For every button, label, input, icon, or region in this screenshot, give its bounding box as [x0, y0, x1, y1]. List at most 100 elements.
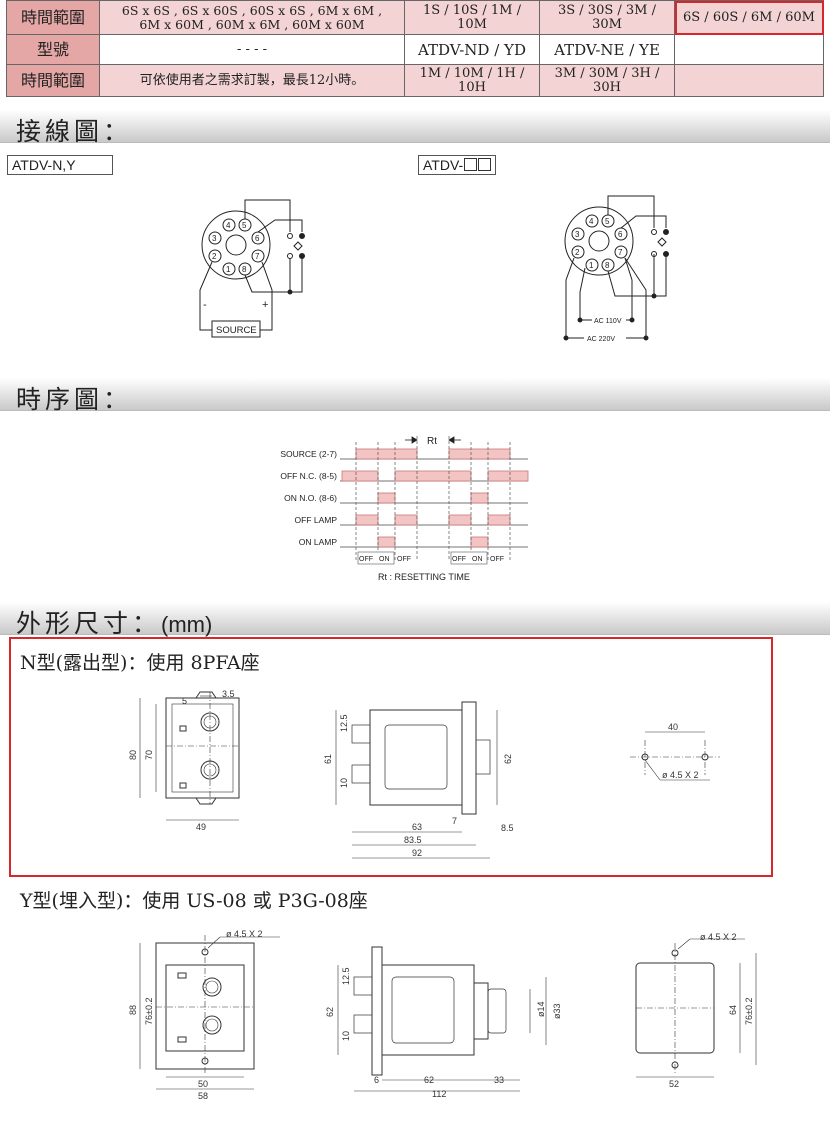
- wire: [244, 258, 291, 293]
- dim-label: ø33: [552, 1003, 562, 1019]
- dim-label: 64: [728, 1005, 738, 1015]
- leader-line: [677, 938, 691, 950]
- timing-row-label: OFF N.C. (8-5): [280, 471, 337, 481]
- pin-label: 4: [226, 221, 231, 230]
- pin-1: [585, 258, 599, 272]
- socket-outline: [564, 206, 634, 276]
- pin-7: [251, 249, 265, 263]
- pulse: [377, 492, 396, 504]
- spec-header: 時間範圍: [6, 0, 100, 35]
- pulse: [470, 492, 489, 504]
- wire: [199, 261, 213, 331]
- pulse: [448, 448, 511, 460]
- pin-label: 2: [575, 248, 580, 257]
- dim-label: 58: [198, 1091, 208, 1101]
- pulse: [377, 536, 396, 548]
- timing-row-label: ON LAMP: [299, 537, 338, 547]
- junction: [651, 293, 657, 299]
- leader-line: [644, 759, 661, 781]
- contact: [299, 233, 305, 239]
- dim-label: 7: [452, 816, 457, 826]
- mount-hole: [701, 753, 709, 761]
- n-front-clip: [195, 691, 217, 805]
- pin-label: 5: [242, 221, 247, 230]
- contact: [299, 253, 305, 259]
- y-knob: [202, 977, 222, 997]
- y-side-body: [381, 964, 475, 1056]
- wire: [607, 254, 655, 297]
- contact: [651, 251, 657, 257]
- pin-2: [571, 245, 585, 259]
- pulse: [341, 470, 379, 482]
- pin-3: [571, 227, 585, 241]
- spec-cell: 1S / 10S / 1M / 10M: [404, 0, 540, 35]
- n-led: [179, 725, 187, 732]
- dim-label: ø 4.5 X 2: [662, 770, 699, 780]
- timing-row-label: SOURCE (2-7): [280, 449, 337, 459]
- spec-cell: 可依使用者之需求訂製，最長12小時。: [99, 64, 405, 97]
- n-front-body: [165, 697, 240, 799]
- dim-label: 63: [412, 822, 422, 832]
- wire: [260, 261, 273, 331]
- wire: [565, 257, 575, 338]
- spec-cell: ATDV-NE / YE: [539, 34, 675, 65]
- wire: [654, 254, 667, 297]
- wire: [620, 215, 667, 229]
- section-bar-wiring: 接線圖：: [0, 110, 830, 146]
- spec-cell: 3M / 30M / 3H / 30H: [539, 64, 675, 97]
- section-bar-timing: 時序圖：: [0, 378, 830, 414]
- dim-label: 70: [144, 750, 154, 760]
- dim-label: 49: [196, 822, 206, 832]
- dim-label: 8.5: [501, 823, 514, 833]
- rt-label: Rt: [427, 436, 437, 447]
- dim-label: ø14: [536, 1001, 546, 1017]
- pulse: [355, 514, 379, 526]
- n-led: [179, 782, 187, 789]
- pin-7: [614, 245, 628, 259]
- label-mask: [584, 332, 626, 343]
- spec-cell-line: 6M x 60M , 60M x 6M , 60M x 60M: [139, 16, 365, 32]
- wiring-left: [199, 199, 305, 338]
- wire: [579, 267, 586, 320]
- spec-header: 型號: [6, 34, 100, 65]
- spec-row-custom: 時間範圍 可依使用者之需求訂製，最長12小時。 1M / 10M / 1H / …: [6, 64, 824, 97]
- spec-cell: 6S x 6S , 6S x 60S , 60S x 6S , 6M x 6M …: [99, 0, 405, 35]
- pulse: [487, 514, 511, 526]
- dim-label: 83.5: [404, 835, 422, 845]
- spec-cell-line: 6S x 6S , 6S x 60S , 60S x 6S , 6M x 6M …: [121, 2, 383, 18]
- n-front-inner: [171, 703, 234, 793]
- socket-center: [225, 234, 247, 256]
- section-title-cjk: 外形尺寸：: [16, 609, 162, 638]
- n-type-frame: [9, 637, 773, 877]
- y-knob-inner: [205, 1018, 219, 1032]
- section-title: 外形尺寸：(mm): [16, 604, 212, 640]
- dim-label: 52: [669, 1079, 679, 1089]
- y-side-thread: [487, 988, 507, 1034]
- state-label: OFF: [452, 556, 466, 563]
- dim-label: ø 4.5 X 2: [226, 929, 263, 939]
- dim-label: 3.5: [222, 689, 235, 699]
- pin-label: 6: [618, 230, 623, 239]
- pin-label: 3: [575, 230, 580, 239]
- spec-row-range: 時間範圍 6S x 6S , 6S x 60S , 60S x 6S , 6M …: [6, 0, 824, 35]
- n-side-base: [461, 701, 477, 815]
- pin-label: 5: [605, 217, 610, 226]
- dim-label: 61: [323, 754, 333, 764]
- section-bar-dimensions: 外形尺寸：(mm): [0, 602, 830, 638]
- state-label: ON: [379, 556, 390, 563]
- spec-cell: 3S / 30S / 3M / 30M: [539, 0, 675, 35]
- spec-cell: [674, 64, 824, 97]
- y-knob: [202, 1015, 222, 1035]
- dim-label: 5: [182, 696, 187, 706]
- terminal-dot: [577, 317, 583, 323]
- dim-label: 62: [325, 1007, 335, 1017]
- contact: [287, 253, 293, 259]
- pin-label: 1: [226, 265, 231, 274]
- source-label: SOURCE: [216, 325, 257, 336]
- label-mask: [592, 314, 626, 325]
- n-side-knob: [351, 724, 371, 744]
- terminal-dot: [563, 335, 569, 341]
- state-label: OFF: [397, 556, 411, 563]
- dim-label: 10: [339, 778, 349, 788]
- pulse: [448, 514, 472, 526]
